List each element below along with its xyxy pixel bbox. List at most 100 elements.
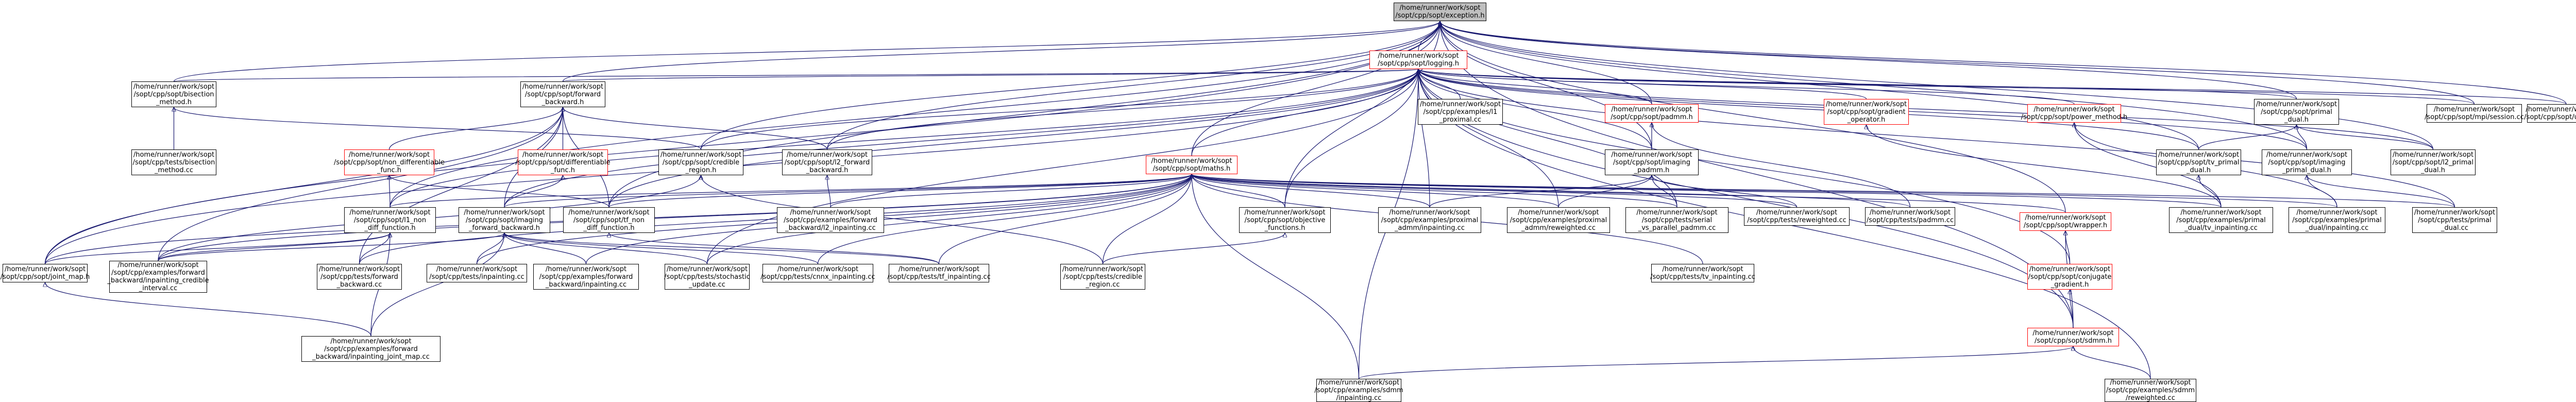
graph-edge-exception-to-sdmm [1440,21,2074,328]
graph-node-imgpadmm[interactable]: /home/runner/work/sopt /sopt/cpp/sopt/im… [1605,149,1699,175]
graph-edge-fwdbwd-to-testfb [359,107,563,264]
graph-edge-maths-to-credcc [1102,174,1192,264]
graph-node-conjgrad[interactable]: /home/runner/work/sopt /sopt/cpp/sopt/co… [2027,264,2112,290]
graph-edge-logging-to-trprimal [1418,69,2199,150]
graph-node-logging[interactable]: /home/runner/work/sopt /sopt/cpp/sopt/lo… [1369,51,1467,69]
graph-edge-nondiff-to-l1nondiff [389,175,391,208]
graph-node-pdinp[interactable]: /home/runner/work/sopt /sopt/cpp/example… [2289,207,2385,233]
graph-node-differentiable[interactable]: /home/runner/work/sopt /sopt/cpp/sopt/di… [516,149,611,175]
graph-node-testfb[interactable]: /home/runner/work/sopt /sopt/cpp/tests/f… [317,264,402,290]
graph-edge-exception-to-credible [700,21,1440,150]
graph-node-imgprimal[interactable]: /home/runner/work/sopt /sopt/cpp/sopt/im… [2262,149,2352,175]
graph-node-fwdbwd[interactable]: /home/runner/work/sopt /sopt/cpp/sopt/fo… [520,81,605,107]
graph-node-sdmm[interactable]: /home/runner/work/sopt /sopt/cpp/sopt/sd… [2027,328,2119,346]
graph-node-jointmap[interactable]: /home/runner/work/sopt /sopt/cpp/sopt/jo… [1,264,90,282]
graph-node-tvinp[interactable]: /home/runner/work/sopt /sopt/cpp/tests/t… [1650,264,1755,282]
graph-edge-l1nondiff-to-fbcredible [158,232,390,261]
graph-edge-logging-to-stochastic [706,69,1419,264]
graph-edge-maths-to-proxadmm [1192,174,1430,208]
graph-node-bisectioncc[interactable]: /home/runner/work/sopt /sopt/cpp/tests/b… [131,149,216,175]
graph-edge-logging-to-testpd [1418,69,2455,208]
graph-node-serialpadmm[interactable]: /home/runner/work/sopt /sopt/cpp/tests/s… [1625,207,1728,233]
graph-node-stochastic[interactable]: /home/runner/work/sopt /sopt/cpp/tests/s… [664,264,750,290]
graph-node-testpd[interactable]: /home/runner/work/sopt /sopt/cpp/tests/p… [2412,207,2497,233]
graph-node-imgfwd[interactable]: /home/runner/work/sopt /sopt/cpp/sopt/im… [459,207,550,233]
graph-edge-exception-to-primaldual [1440,21,2297,99]
graph-edge-logging-to-power [1418,69,2075,105]
graph-edge-logging-to-proxadmm [1418,69,1430,208]
graph-edge-exception-to-fwdbwd [562,21,1440,82]
graph-edge-logging-to-imgpadmm [1418,69,1652,150]
graph-edge-imgfwd-to-cnninp [504,232,819,264]
graph-edge-sdmm-to-sdmmrw [2073,346,2151,379]
graph-node-objfn[interactable]: /home/runner/work/sopt /sopt/cpp/sopt/ob… [1239,207,1331,233]
graph-edge-l1nondiff-to-jointmap [44,232,391,264]
graph-edge-nondiff-to-tfnon [389,175,609,208]
graph-edge-logging-to-l2primal [1418,69,2434,150]
graph-node-fbinp[interactable]: /home/runner/work/sopt /sopt/cpp/example… [533,264,639,290]
graph-node-tfinp[interactable]: /home/runner/work/sopt /sopt/cpp/tests/t… [887,264,991,282]
graph-edge-maths-to-pdtv [1192,174,2222,208]
graph-edge-tfnon-to-tfinp [609,232,940,264]
graph-edge-fwdbwd-to-fbcredible [158,107,563,261]
graph-edge-imgfwd-to-stochastic [504,232,708,264]
graph-edge-maths-to-sdmminp [1192,174,1360,379]
graph-node-utilities[interactable]: /home/runner/work/sopt /sopt/cpp/sopt/ut… [2524,104,2576,123]
graph-node-bisection[interactable]: /home/runner/work/sopt /sopt/cpp/sopt/bi… [131,81,216,107]
graph-node-l1prox[interactable]: /home/runner/work/sopt /sopt/cpp/example… [1418,99,1503,125]
graph-node-cnninp[interactable]: /home/runner/work/sopt /sopt/cpp/tests/c… [760,264,875,282]
graph-edge-maths-to-testpadmm [1192,174,1911,208]
graph-edge-maths-to-fbcredible [158,174,1192,261]
graph-node-testrw[interactable]: /home/runner/work/sopt /sopt/cpp/tests/r… [1744,207,1850,226]
graph-edge-logging-to-tfnon [608,69,1418,208]
graph-edge-primaldual-to-trprimal [2198,124,2297,150]
graph-edge-objfn-to-credcc [1102,232,1285,264]
graph-node-wrapper[interactable]: /home/runner/work/sopt /sopt/cpp/sopt/wr… [2020,212,2111,231]
graph-node-mpiconcon[interactable]: /home/runner/work/sopt /sopt/cpp/sopt/mp… [2425,104,2524,123]
graph-node-credible[interactable]: /home/runner/work/sopt /sopt/cpp/sopt/cr… [658,149,743,175]
graph-node-exception[interactable]: /home/runner/work/sopt /sopt/cpp/sopt/ex… [1394,3,1486,21]
graph-edge-primaldual-to-l2primal [2297,124,2434,150]
graph-edge-logging-to-l1nondiff [389,69,1418,208]
graph-edge-imgprimal-to-pdinp [2307,175,2337,208]
graph-node-pdtv[interactable]: /home/runner/work/sopt /sopt/cpp/example… [2169,207,2273,233]
graph-edge-logging-to-fwdbwd [562,69,1419,82]
graph-node-tfnon[interactable]: /home/runner/work/sopt /sopt/cpp/sopt/tf… [563,207,655,233]
graph-edge-exception-to-utilities [1440,21,2567,105]
graph-node-sdmminp[interactable]: /home/runner/work/sopt /sopt/cpp/example… [1314,379,1403,402]
graph-edge-maths-to-testpd [1192,174,2455,208]
graph-edge-fwdbwd-to-nondiff [388,107,563,150]
graph-node-l2fwd[interactable]: /home/runner/work/sopt /sopt/cpp/sopt/l2… [782,149,872,175]
graph-edge-exception-to-maths [1191,21,1440,156]
graph-node-nondiff[interactable]: /home/runner/work/sopt /sopt/cpp/sopt/no… [334,149,445,175]
graph-node-maths[interactable]: /home/runner/work/sopt /sopt/cpp/sopt/ma… [1146,156,1238,174]
graph-edge-exception-to-padmm [1440,21,1652,105]
graph-node-proxadmmrw[interactable]: /home/runner/work/sopt /sopt/cpp/example… [1507,207,1610,233]
graph-edge-exception-to-l2fwd [826,21,1440,150]
graph-edge-logging-to-primaldual [1418,69,2297,99]
graph-edge-logging-to-imgfwd [504,69,1418,208]
graph-node-sdmmrw[interactable]: /home/runner/work/sopt /sopt/cpp/example… [2105,379,2196,402]
graph-node-l1nondiff[interactable]: /home/runner/work/sopt /sopt/cpp/sopt/l1… [344,207,436,233]
graph-edge-imgpadmm-to-proxadmmrw [1558,175,1652,208]
graph-node-padmm[interactable]: /home/runner/work/sopt /sopt/cpp/sopt/pa… [1605,104,1699,123]
graph-edge-imgpadmm-to-serialpadmm [1652,175,1677,208]
graph-edge-l1nondiff-to-testfb [359,232,391,264]
graph-node-fbl2[interactable]: /home/runner/work/sopt /sopt/cpp/example… [777,207,884,233]
graph-node-testpadmm[interactable]: /home/runner/work/sopt /sopt/cpp/tests/p… [1865,207,1955,226]
graph-edge-gradop-to-pdtv [1867,125,2222,208]
graph-node-trprimal[interactable]: /home/runner/work/sopt /sopt/cpp/sopt/tv… [2156,149,2241,175]
graph-node-gradop[interactable]: /home/runner/work/sopt /sopt/cpp/sopt/gr… [1824,99,1909,125]
graph-node-power[interactable]: /home/runner/work/sopt /sopt/cpp/sopt/po… [2021,104,2127,123]
graph-node-primaldual[interactable]: /home/runner/work/sopt /sopt/cpp/sopt/pr… [2254,99,2339,125]
graph-edge-exception-to-wrapper [1440,21,2066,213]
graph-edge-maths-to-tfnon [608,174,1192,208]
graph-node-credcc[interactable]: /home/runner/work/sopt /sopt/cpp/tests/c… [1060,264,1145,290]
graph-node-l2primal[interactable]: /home/runner/work/sopt /sopt/cpp/sopt/l2… [2391,149,2476,175]
graph-edge-exception-to-bisection [173,21,1440,82]
graph-node-proxadmm[interactable]: /home/runner/work/sopt /sopt/cpp/example… [1378,207,1481,233]
graph-node-fbcredible[interactable]: /home/runner/work/sopt /sopt/cpp/example… [107,261,209,293]
graph-edge-exception-to-jointmap [44,21,1440,264]
graph-node-fbjoint[interactable]: /home/runner/work/sopt /sopt/cpp/example… [301,336,440,362]
graph-node-testinp[interactable]: /home/runner/work/sopt /sopt/cpp/tests/i… [427,264,527,282]
